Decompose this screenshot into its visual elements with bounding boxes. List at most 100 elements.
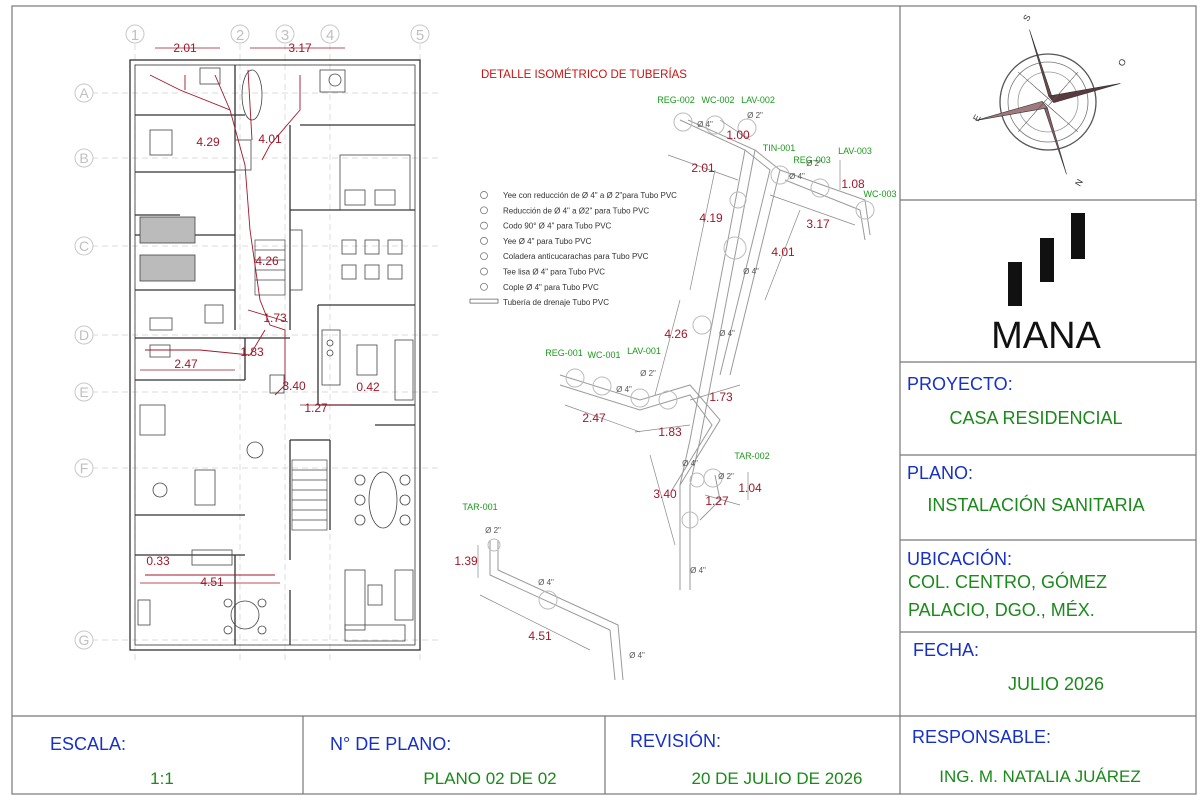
compass-rose-icon bbox=[975, 29, 1121, 175]
grid-column-bubble bbox=[410, 24, 430, 44]
floor-plan: 2.013.174.294.014.261.731.832.473.400.42… bbox=[129, 41, 421, 651]
legend: Yee con reducción de Ø 4" a Ø 2"para Tub… bbox=[469, 191, 677, 307]
company-logo: MANA bbox=[991, 213, 1102, 357]
ubicacion-line1: COL. CENTRO, GÓMEZ bbox=[908, 571, 1107, 592]
fixture-tag: LAV-002 bbox=[741, 95, 775, 105]
fixture-tag: TAR-001 bbox=[462, 502, 497, 512]
iso-dimension-label: 1.83 bbox=[658, 425, 682, 439]
pipe-diameter-label: Ø 4" bbox=[697, 120, 713, 129]
grid-column-bubble bbox=[320, 24, 340, 44]
grid-column-label: 5 bbox=[416, 27, 424, 44]
grid-row-bubble bbox=[74, 148, 94, 168]
grid-row-bubble bbox=[74, 236, 94, 256]
pipe-diameter-label: Ø 2" bbox=[640, 369, 656, 378]
fitting-symbol-icon bbox=[480, 191, 488, 199]
pipe-diameter-label: Ø 4" bbox=[682, 459, 698, 468]
pipe-diameter-label: Ø 4" bbox=[789, 172, 805, 181]
plan-dimension-lines bbox=[140, 47, 350, 584]
iso-dimension-label: 4.01 bbox=[771, 245, 795, 259]
compass-e: E bbox=[971, 113, 983, 123]
fecha-label: FECHA: bbox=[913, 640, 979, 660]
legend-item: Reducción de Ø 4" a Ø2" para Tubo PVC bbox=[503, 206, 649, 215]
pipe-diameter-label: Ø 4" bbox=[743, 267, 759, 276]
iso-dimension-label: 1.39 bbox=[454, 554, 478, 568]
fixture-tag: LAV-003 bbox=[838, 146, 872, 156]
info-panel: PROYECTO: CASA RESIDENCIAL PLANO: INSTAL… bbox=[907, 374, 1145, 694]
legend-item: Yee Ø 4" para Tubo PVC bbox=[503, 237, 592, 246]
iso-dimension-label: 1.73 bbox=[709, 390, 733, 404]
logo-bars-icon bbox=[1008, 213, 1085, 306]
plan-dimension-label: 3.17 bbox=[288, 41, 312, 55]
pipe-diameter-label: Ø 2" bbox=[806, 159, 822, 168]
fixture-tag: REG-001 bbox=[545, 348, 583, 358]
plan-dimension-label: 0.33 bbox=[146, 554, 170, 568]
pipe-diameter-label: Ø 2" bbox=[485, 526, 501, 535]
detail-title: DETALLE ISOMÉTRICO DE TUBERÍAS bbox=[481, 68, 687, 81]
pipe-diameter-label: Ø 2" bbox=[747, 111, 763, 120]
grid-column-label: 2 bbox=[236, 27, 244, 44]
iso-pipes bbox=[489, 119, 871, 681]
fitting-symbol-icon bbox=[480, 252, 488, 261]
fixture-tag: REG-002 bbox=[657, 95, 695, 105]
fixture-tag: TAR-002 bbox=[734, 451, 769, 461]
escala-label: ESCALA: bbox=[50, 734, 126, 754]
fixture-tag: LAV-001 bbox=[627, 346, 661, 356]
legend-item: Tubería de drenaje Tubo PVC bbox=[503, 298, 609, 307]
grid-row-label: D bbox=[79, 327, 89, 343]
iso-dimension-label: 2.47 bbox=[582, 411, 606, 425]
grid-column-bubble bbox=[230, 24, 250, 44]
grid-column-bubble bbox=[275, 24, 295, 44]
iso-dimension-label: 1.00 bbox=[726, 128, 750, 142]
grid-row-bubble bbox=[74, 382, 94, 402]
iso-dimension-label: 1.08 bbox=[841, 177, 865, 191]
fixture-tag: REG-003 bbox=[793, 155, 831, 165]
plan-dimension-label: 1.83 bbox=[240, 345, 264, 359]
pipe-diameter-label: Ø 2" bbox=[718, 472, 734, 481]
fixture-tag: TIN-001 bbox=[763, 143, 796, 153]
grid-row-label: B bbox=[79, 150, 88, 166]
grid-column-bubble bbox=[125, 24, 145, 44]
legend-item: Codo 90° Ø 4" para Tubo PVC bbox=[503, 222, 612, 231]
plan-dimension-label: 1.73 bbox=[263, 311, 287, 325]
proyecto-label: PROYECTO: bbox=[907, 374, 1013, 394]
compass-n: N bbox=[1073, 177, 1085, 188]
plano-number-value: PLANO 02 DE 02 bbox=[423, 769, 556, 788]
proyecto-value: CASA RESIDENCIAL bbox=[949, 408, 1122, 428]
pipe-swatch-icon bbox=[469, 298, 499, 304]
plano-number-label: N° DE PLANO: bbox=[330, 734, 451, 754]
responsable-label: RESPONSABLE: bbox=[912, 727, 1051, 747]
revision-value: 20 DE JULIO DE 2026 bbox=[691, 769, 862, 788]
iso-dimension-lines bbox=[477, 119, 856, 651]
plan-pipes bbox=[145, 69, 301, 576]
sheet-frame bbox=[11, 5, 1197, 795]
iso-dimension-label: 2.01 bbox=[691, 161, 715, 175]
iso-dimension-label: 4.26 bbox=[664, 327, 688, 341]
pipe-diameter-label: Ø 4" bbox=[616, 385, 632, 394]
plan-dimension-label: 2.47 bbox=[174, 357, 198, 371]
grid-row-bubble bbox=[74, 630, 94, 650]
grid-column-label: 4 bbox=[326, 27, 334, 44]
compass-o: O bbox=[1116, 57, 1128, 68]
iso-fittings bbox=[487, 112, 875, 610]
grid-row-bubble bbox=[74, 458, 94, 478]
fixture-tag: WC-002 bbox=[701, 95, 734, 105]
plan-dimension-label: 0.42 bbox=[356, 380, 380, 394]
grid-row-label: F bbox=[80, 460, 89, 476]
pipe-diameter-label: Ø 4" bbox=[719, 329, 735, 338]
legend-item: Cople Ø 4" para Tubo PVC bbox=[503, 283, 599, 292]
fecha-value: JULIO 2026 bbox=[1008, 674, 1104, 694]
grid-row-label: A bbox=[79, 85, 89, 101]
grid-row-bubble bbox=[74, 325, 94, 345]
plan-dimension-label: 4.26 bbox=[255, 254, 279, 268]
ubicacion-label: UBICACIÓN: bbox=[907, 548, 1012, 569]
plan-dimension-label: 2.01 bbox=[173, 41, 197, 55]
pipe-diameter-label: Ø 4" bbox=[538, 578, 554, 587]
isometric-detail: DETALLE ISOMÉTRICO DE TUBERÍAS bbox=[454, 68, 897, 681]
legend-item: Coladera anticucarachas para Tubo PVC bbox=[503, 252, 649, 261]
revision-label: REVISIÓN: bbox=[630, 730, 721, 751]
legend-item: Yee con reducción de Ø 4" a Ø 2"para Tub… bbox=[503, 191, 677, 200]
